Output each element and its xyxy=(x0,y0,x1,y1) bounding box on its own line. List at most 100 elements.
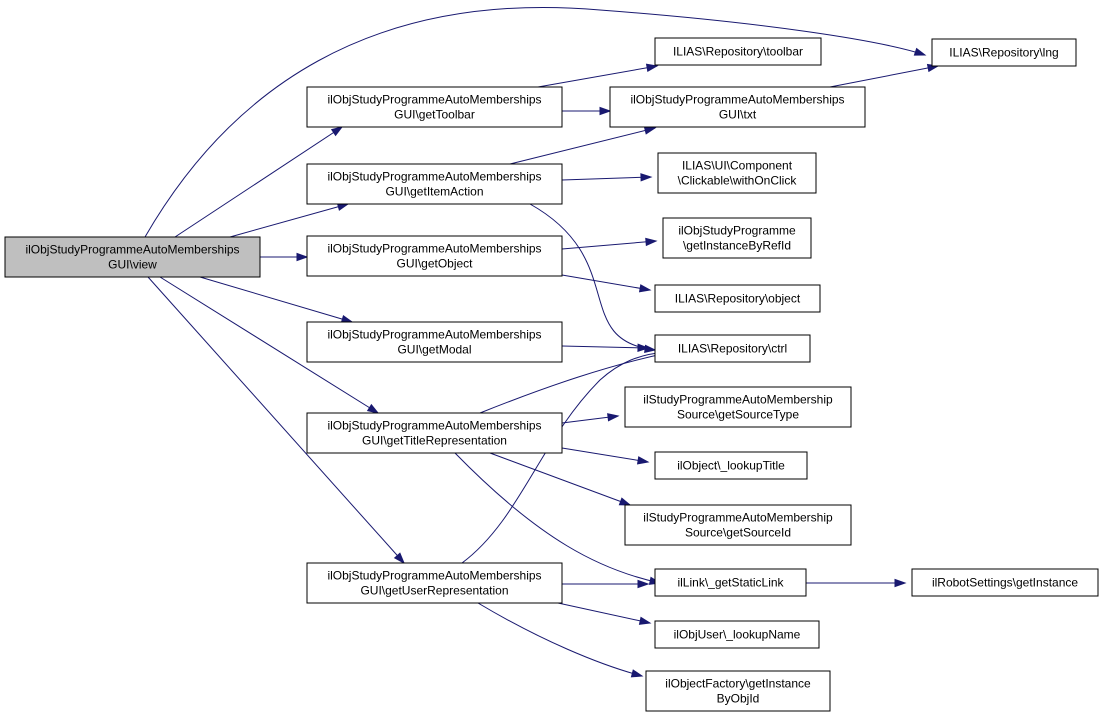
node-getSourceId[interactable]: ilStudyProgrammeAutoMembershipSource\get… xyxy=(624,504,852,546)
edge-line xyxy=(144,6,926,238)
node-box xyxy=(624,386,852,428)
node-box xyxy=(654,451,808,480)
node-lng[interactable]: ILIAS\Repository\lng xyxy=(931,38,1077,67)
node-label-line: ilRobotSettings\getInstance xyxy=(932,576,1078,590)
node-box xyxy=(609,86,866,128)
node-box xyxy=(645,670,831,712)
node-label-line: ilStudyProgrammeAutoMembership xyxy=(643,393,833,407)
edge-line xyxy=(477,602,643,677)
arrowhead xyxy=(638,284,652,293)
node-label-line: ILIAS\Repository\ctrl xyxy=(678,342,787,356)
node-getTitleRepresentation[interactable]: ilObjStudyProgrammeAutoMembershipsGUI\ge… xyxy=(306,412,563,454)
edge-getItemAction-to-withOnClick xyxy=(561,173,653,182)
edge-line xyxy=(199,276,353,323)
node-getObject[interactable]: ilObjStudyProgrammeAutoMembershipsGUI\ge… xyxy=(306,235,563,277)
node-box xyxy=(654,568,807,597)
node-getUserRepresentation[interactable]: ilObjStudyProgrammeAutoMembershipsGUI\ge… xyxy=(306,562,563,604)
node-getModal[interactable]: ilObjStudyProgrammeAutoMembershipsGUI\ge… xyxy=(306,321,563,363)
node-box xyxy=(931,38,1077,67)
node-getToolbar[interactable]: ilObjStudyProgrammeAutoMembershipsGUI\ge… xyxy=(306,86,563,128)
arrowhead xyxy=(636,456,650,465)
edge-line xyxy=(537,65,658,88)
node-label-line: ilObjStudyProgrammeAutoMemberships xyxy=(327,242,541,256)
node-lookupTitle[interactable]: ilObject\_lookupTitle xyxy=(654,451,808,480)
node-label-line: ByObjId xyxy=(717,692,760,706)
node-label-line: ILIAS\Repository\object xyxy=(675,292,801,306)
node-box xyxy=(662,217,812,259)
node-getStaticLink[interactable]: ilLink\_getStaticLink xyxy=(654,568,807,597)
node-toolbar[interactable]: ILIAS\Repository\toolbar xyxy=(654,37,822,66)
edge-line xyxy=(147,276,405,564)
node-label-line: ilObjStudyProgrammeAutoMemberships xyxy=(630,93,844,107)
edge-getObject-to-getInstanceByRefId xyxy=(561,237,658,250)
arrowhead xyxy=(913,47,927,56)
node-label-line: \getInstanceByRefId xyxy=(683,239,791,253)
node-label-line: ilObjStudyProgrammeAutoMemberships xyxy=(327,170,541,184)
edge-view-to-getUserRepresentation xyxy=(147,276,406,565)
node-label-line: GUI\getToolbar xyxy=(394,108,475,122)
node-getItemAction[interactable]: ilObjStudyProgrammeAutoMembershipsGUI\ge… xyxy=(306,163,563,205)
node-getInstanceByRefId[interactable]: ilObjStudyProgramme\getInstanceByRefId xyxy=(662,217,812,259)
edge-line xyxy=(529,203,656,351)
node-box xyxy=(657,152,817,194)
edge-view-to-lng xyxy=(144,6,927,238)
node-layer: ilObjStudyProgrammeAutoMembershipsGUI\vi… xyxy=(4,37,1099,712)
arrowhead xyxy=(630,669,644,678)
arrowhead xyxy=(645,63,659,72)
node-label-line: ilObjStudyProgrammeAutoMemberships xyxy=(327,569,541,583)
edge-view-to-getItemAction xyxy=(229,202,350,238)
edge-getStaticLink-to-robotGetInstance xyxy=(806,578,907,588)
node-box xyxy=(306,235,563,277)
node-withOnClick[interactable]: ILIAS\UI\Component\Clickable\withOnClick xyxy=(657,152,817,194)
node-box xyxy=(654,334,811,363)
node-label-line: Source\getSourceType xyxy=(677,408,799,422)
node-robotGetInstance[interactable]: ilRobotSettings\getInstance xyxy=(911,568,1099,597)
node-txt[interactable]: ilObjStudyProgrammeAutoMembershipsGUI\tx… xyxy=(609,86,866,128)
arrowhead xyxy=(607,413,620,422)
node-label-line: GUI\getUserRepresentation xyxy=(360,584,508,598)
node-getSourceType[interactable]: ilStudyProgrammeAutoMembershipSource\get… xyxy=(624,386,852,428)
edge-getUserRepresentation-to-getStaticLink xyxy=(562,579,650,589)
edge-line xyxy=(454,452,661,584)
node-box xyxy=(654,284,821,313)
edge-line xyxy=(561,447,649,463)
edge-line xyxy=(461,351,668,564)
arrowhead xyxy=(894,578,907,588)
node-label-line: GUI\getTitleRepresentation xyxy=(362,434,507,448)
arrowhead xyxy=(637,343,650,352)
edge-getTitleRepresentation-to-getSourceType xyxy=(561,413,620,424)
arrowhead xyxy=(296,252,309,262)
node-view[interactable]: ilObjStudyProgrammeAutoMembershipsGUI\vi… xyxy=(4,236,261,278)
node-label-line: \Clickable\withOnClick xyxy=(678,174,798,188)
node-label-line: ilObjStudyProgrammeAutoMemberships xyxy=(327,328,541,342)
node-box xyxy=(654,37,822,66)
node-ctrl[interactable]: ILIAS\Repository\ctrl xyxy=(654,334,811,363)
arrowhead xyxy=(645,237,658,247)
arrowhead xyxy=(618,497,632,506)
node-box xyxy=(654,620,820,649)
edge-getUserRepresentation-to-getInstanceByObjId xyxy=(477,602,644,678)
node-label-line: ilObjectFactory\getInstance xyxy=(665,677,811,691)
node-object[interactable]: ILIAS\Repository\object xyxy=(654,284,821,313)
edge-line xyxy=(557,602,651,624)
edge-getObject-to-object xyxy=(561,274,652,293)
arrowhead xyxy=(330,126,344,137)
node-label-line: ilObjUser\_lookupName xyxy=(674,628,801,642)
node-lookupName[interactable]: ilObjUser\_lookupName xyxy=(654,620,820,649)
node-label-line: ilStudyProgrammeAutoMembership xyxy=(643,511,833,525)
edge-line xyxy=(174,126,343,238)
edge-getItemAction-to-txt xyxy=(509,126,657,165)
node-box xyxy=(624,504,852,546)
edge-layer xyxy=(144,6,940,678)
edge-line xyxy=(561,240,657,250)
edge-line xyxy=(561,176,652,181)
edge-getToolbar-to-txt xyxy=(562,106,612,116)
node-box xyxy=(306,163,563,205)
edge-line xyxy=(489,452,631,506)
edge-line xyxy=(479,352,668,414)
edge-line xyxy=(509,127,656,165)
node-label-line: ilObject\_lookupTitle xyxy=(677,459,785,473)
node-label-line: ILIAS\UI\Component xyxy=(682,159,793,173)
